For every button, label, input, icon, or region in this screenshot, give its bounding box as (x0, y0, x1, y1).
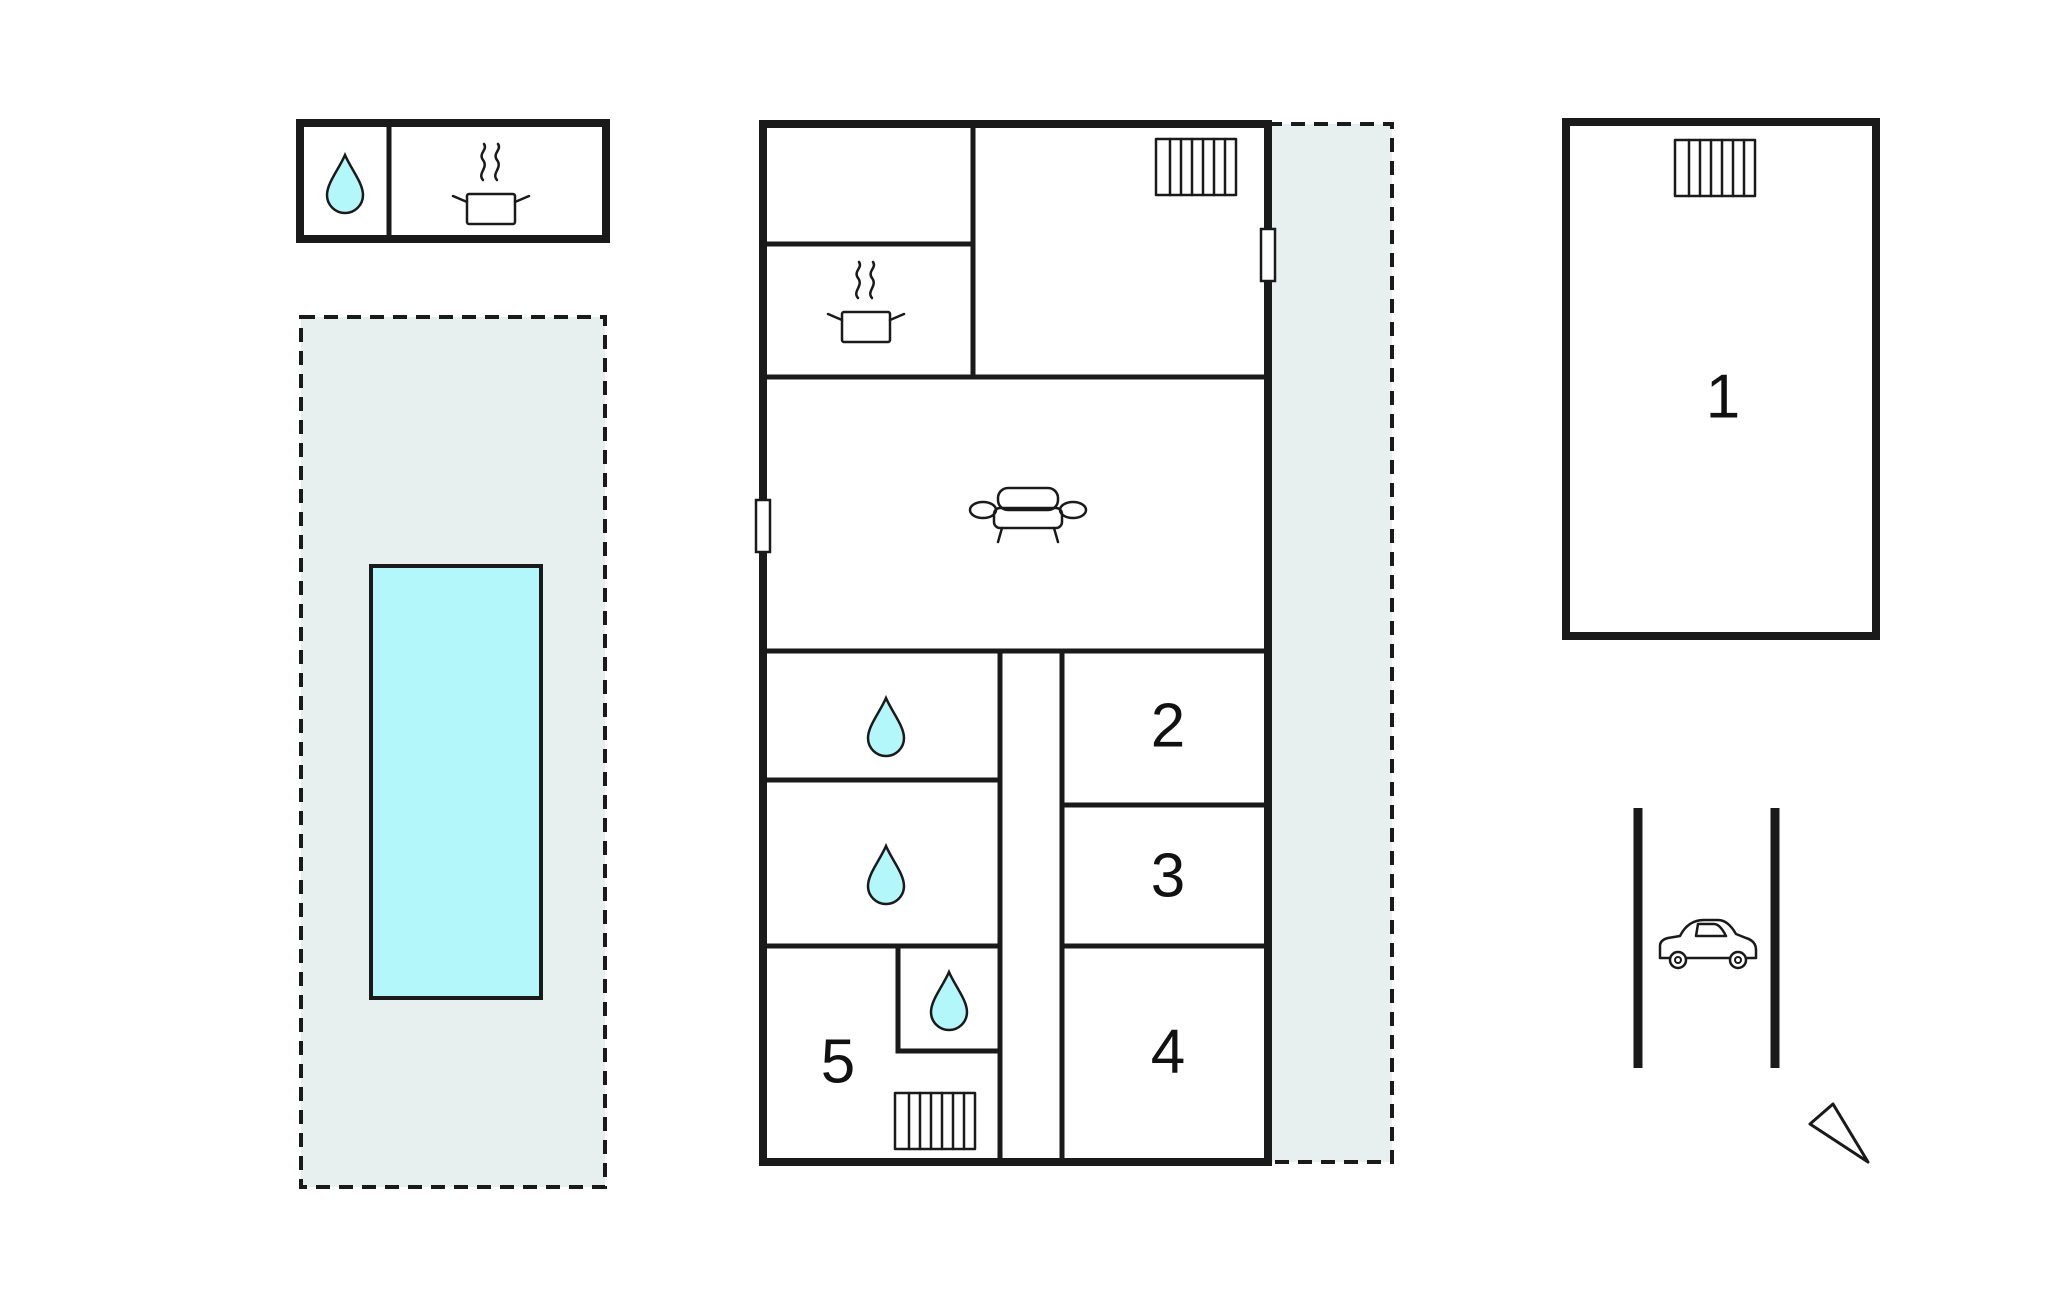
window-marker (1259, 227, 1277, 283)
north-arrow-icon (1808, 1102, 1870, 1164)
radiator-icon (893, 1091, 977, 1151)
main-house: 2 3 4 5 (754, 120, 1277, 1166)
room-number-3: 3 (1151, 841, 1185, 910)
room-number-1: 1 (1706, 362, 1740, 431)
water-drop-icon (866, 844, 906, 906)
car-icon (1658, 918, 1758, 970)
window-marker (754, 498, 772, 554)
annex-building: 1 (1562, 118, 1880, 640)
room-number-5: 5 (821, 1027, 855, 1096)
room-number-4: 4 (1151, 1017, 1185, 1086)
water-drop-icon (929, 970, 969, 1032)
side-terrace (1266, 122, 1394, 1164)
swimming-pool (369, 564, 543, 1000)
sofa-icon (968, 486, 1088, 544)
radiator-icon (1673, 138, 1757, 198)
water-drop-icon (866, 696, 906, 758)
pool-terrace (299, 315, 607, 1189)
cooking-pot-icon (451, 142, 531, 226)
cooking-pot-icon (826, 260, 906, 344)
outbuilding (296, 119, 610, 243)
parking-space (1633, 808, 1780, 1068)
room-number-2: 2 (1151, 691, 1185, 760)
water-drop-icon (325, 153, 365, 215)
radiator-icon (1154, 137, 1238, 197)
